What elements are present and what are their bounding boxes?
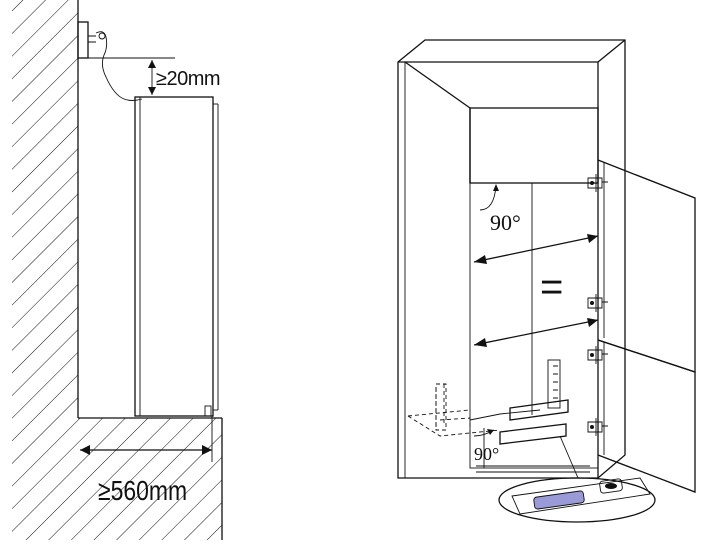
angle-upper: 90° [479, 184, 521, 235]
hinge-icon [587, 418, 608, 436]
cabinet-shell [397, 39, 626, 479]
inner-niche [469, 182, 599, 469]
depth-dimension: ≥560mm [80, 416, 213, 507]
width-arrow-bottom [473, 318, 599, 347]
depth-label: ≥560mm [98, 476, 187, 507]
upper-door [597, 159, 696, 373]
power-socket [77, 21, 143, 101]
slider-accent [533, 490, 585, 510]
gap-label: ≥20mm [156, 68, 220, 90]
hinge-icon [587, 294, 608, 312]
detail-magnifier [498, 477, 656, 523]
lower-door [597, 339, 696, 493]
angle-label-upper: 90° [490, 210, 521, 235]
hinge-icon [587, 346, 608, 364]
cabinet-isometric-diagram: 90° = [397, 39, 696, 523]
bottom-brackets [407, 359, 569, 445]
side-view-diagram: ≥20mm ≥560mm [12, 0, 223, 540]
width-arrow-top [473, 234, 599, 264]
top-compartment [404, 61, 599, 184]
wall-section [12, 0, 78, 540]
angle-lower: 90° [473, 428, 499, 468]
equal-sign: = [540, 265, 563, 309]
floor-section [78, 418, 222, 540]
fridge-side-outline [134, 96, 219, 417]
hinge-icon [587, 174, 608, 192]
gap-dimension: ≥20mm [148, 60, 221, 95]
base-slot [476, 435, 590, 479]
angle-label-lower: 90° [474, 444, 499, 464]
